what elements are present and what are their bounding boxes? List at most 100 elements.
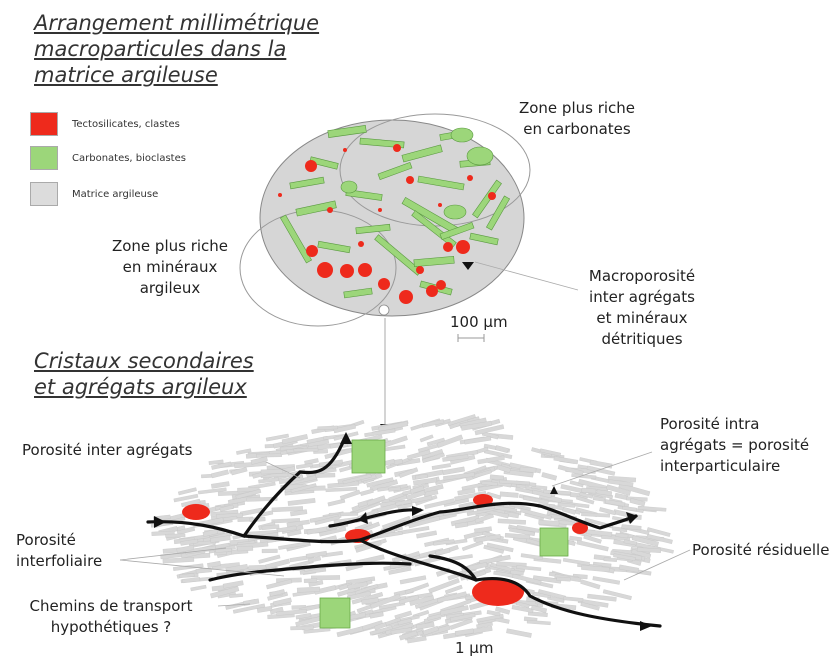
tectosilicate-clast	[572, 522, 588, 534]
clay-platelet	[510, 569, 524, 576]
clay-platelet	[182, 577, 201, 584]
clay-platelet	[176, 526, 196, 535]
clay-platelet	[173, 563, 204, 571]
clay-platelet	[399, 575, 427, 585]
clay-platelet	[354, 583, 379, 595]
clay-platelet	[511, 604, 534, 613]
clay-platelet	[360, 488, 374, 496]
label-line: interfoliaire	[16, 552, 103, 570]
macroporosity-marker	[462, 262, 474, 270]
carbonate-particles	[279, 125, 511, 299]
clay-platelet	[571, 473, 597, 480]
clay-platelet	[599, 507, 617, 516]
clay-platelet	[509, 527, 536, 537]
clay-platelet	[295, 463, 313, 470]
clay-platelet	[364, 428, 396, 438]
label-line: Porosité	[16, 531, 76, 549]
clay-platelet	[476, 621, 493, 629]
clay-platelet	[210, 535, 231, 543]
clay-platelet	[497, 518, 526, 525]
clay-platelet	[256, 605, 273, 613]
path-arrowheads	[154, 432, 652, 631]
clay-platelet	[553, 456, 579, 465]
clay-platelet	[366, 495, 386, 506]
label-line: Macroporosité	[588, 267, 696, 285]
clay-platelet	[407, 449, 431, 460]
legend-label: Matrice argileuse	[72, 188, 159, 200]
clay-platelet	[162, 557, 195, 564]
clay-platelet	[587, 593, 617, 602]
clay-platelet	[431, 463, 451, 470]
clay-platelet	[269, 589, 285, 597]
clay-platelet	[556, 576, 571, 582]
clay-platelet	[345, 576, 376, 585]
clay-platelet	[237, 545, 254, 552]
clay-platelet	[376, 530, 403, 539]
clay-platelet	[333, 424, 356, 434]
clay-platelet	[178, 487, 197, 496]
clay-platelet	[603, 557, 618, 562]
clay-platelet	[327, 498, 346, 507]
carbonate-square	[319, 597, 351, 629]
legend-item-tectosilicates: Tectosilicates, clastes	[30, 112, 180, 136]
clay-platelet	[646, 533, 673, 544]
clay-platelet	[631, 548, 652, 559]
clay-platelet	[243, 598, 260, 606]
clay-platelet	[586, 529, 613, 537]
clay-platelet	[496, 464, 512, 473]
legend-label: Carbonates, bioclastes	[72, 152, 186, 164]
clay-platelet	[506, 628, 532, 638]
macropore	[378, 304, 390, 316]
clay-platelet	[454, 491, 487, 501]
clay-platelet	[314, 585, 337, 595]
clay-platelet	[499, 491, 519, 498]
clay-platelet	[265, 558, 290, 570]
bottom-title: Cristaux secondaires et agrégats argileu…	[34, 348, 254, 400]
clay-platelet	[580, 601, 600, 611]
clay-platelet	[486, 610, 501, 617]
clay-platelet	[477, 455, 505, 465]
clay-platelet	[436, 434, 464, 448]
bottom-title-line: Cristaux secondaires	[34, 349, 254, 373]
clay-platelet	[258, 554, 281, 564]
label-line: en minéraux	[122, 258, 218, 276]
clay-platelet	[230, 467, 248, 476]
clay-platelet	[615, 532, 629, 539]
top-leader-lines	[474, 261, 579, 291]
clay-platelet	[422, 419, 445, 428]
clay-platelet	[293, 448, 319, 453]
clay-platelet	[342, 473, 372, 485]
clay-platelet	[273, 597, 292, 607]
legend-label: Tectosilicates, clastes	[72, 118, 180, 130]
clay-platelet	[618, 483, 651, 497]
clay-platelet	[636, 547, 662, 553]
clay-platelet	[208, 459, 224, 465]
bottom-leader-lines	[119, 451, 691, 607]
clay-platelet	[428, 578, 460, 594]
clay-platelet	[621, 524, 642, 531]
clay-platelet	[629, 498, 646, 507]
clay-platelet	[439, 605, 469, 616]
clay-platelet	[246, 496, 278, 502]
clay-platelet	[422, 452, 445, 463]
clay-platelet	[286, 519, 310, 528]
clay-platelet	[631, 535, 659, 547]
clay-platelet	[408, 516, 441, 529]
label-line: et minéraux	[596, 309, 688, 327]
clay-platelet	[261, 524, 280, 531]
top-title: Arrangement millimétrique macroparticule…	[34, 10, 319, 88]
clay-platelet	[290, 625, 314, 631]
clay-platelet	[580, 579, 601, 590]
clay-platelet	[179, 573, 195, 579]
clay-platelet	[361, 597, 379, 605]
label-chemins-transport: Chemins de transport hypothétiques ?	[8, 596, 214, 638]
clay-platelet	[378, 601, 406, 610]
clay-platelet	[557, 464, 584, 476]
clay-platelet	[579, 492, 594, 499]
clay-platelet	[173, 493, 199, 503]
clay-platelet	[481, 480, 498, 487]
clay-platelet	[256, 453, 282, 458]
clay-platelet	[493, 505, 517, 513]
clay-platelet	[471, 469, 492, 479]
clay-platelet	[295, 612, 312, 620]
